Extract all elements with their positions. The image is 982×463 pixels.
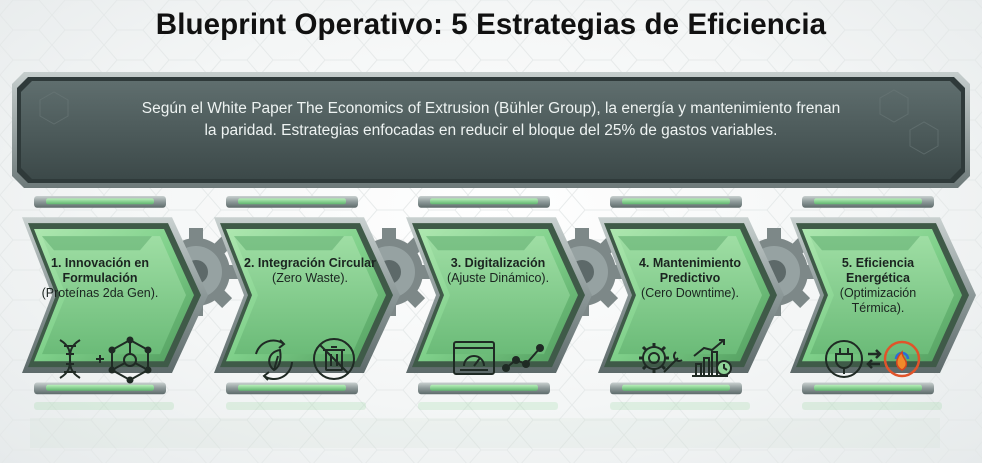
step-5-icons: [822, 332, 954, 386]
step-2: 2. Integración Circular (Zero Waste).: [244, 256, 376, 286]
flow-graphics: [22, 196, 976, 448]
banner-text: Según el White Paper The Economics of Ex…: [70, 98, 912, 158]
recycle-leaf-icon: [255, 339, 293, 381]
network-chart-icon: [502, 344, 544, 372]
step-5-desc: (Optimización Térmica).: [839, 286, 917, 315]
intro-banner: Según el White Paper The Economics of Ex…: [10, 70, 972, 190]
heat-exchange-icon: [866, 340, 921, 378]
no-trash-icon: [313, 338, 355, 380]
step-4-desc: (Cero Downtime).: [641, 286, 739, 300]
step-1-title: 1. Innovación en Formulación: [51, 256, 149, 285]
step-3-title: 3. Digitalización: [450, 256, 546, 270]
step-4-icons: [634, 332, 766, 386]
growth-chart-clock-icon: [692, 339, 732, 377]
step-5: 5. Eficiencia Energética (Optimización T…: [812, 256, 944, 316]
chevron-step-1: [22, 196, 208, 435]
step-3-icons: [446, 332, 578, 386]
chevron-step-2: [214, 196, 400, 435]
step-1-icons: [40, 332, 172, 386]
step-3: 3. Digitalización (Ajuste Dinámico).: [432, 256, 564, 286]
step-3-desc: (Ajuste Dinámico).: [446, 271, 550, 285]
chevron-step-3: [406, 196, 592, 435]
step-2-icons: [246, 332, 378, 386]
floor-reflection: [30, 402, 942, 448]
gear-wrench-icon: [639, 343, 683, 373]
page-title: Blueprint Operativo: 5 Estrategias de Ef…: [155, 8, 827, 41]
step-2-title: 2. Integración Circular: [244, 256, 376, 270]
banner-line-2: la paridad. Estrategias enfocadas en red…: [204, 122, 778, 139]
dashboard-gauge-icon: [453, 341, 495, 375]
step-2-desc: (Zero Waste).: [272, 271, 348, 285]
banner-line-1: Según el White Paper The Economics of Ex…: [141, 100, 841, 117]
step-1: 1. Innovación en Formulación (Proteínas …: [34, 256, 166, 301]
step-5-title: 5. Eficiencia Energética: [841, 256, 915, 285]
process-flow: [0, 190, 982, 463]
molecule-icon: [108, 336, 152, 384]
plus-icon: [96, 355, 104, 363]
step-4: 4. Mantenimiento Predictivo (Cero Downti…: [624, 256, 756, 301]
chevron-step-4: [598, 196, 784, 435]
dna-icon: [59, 339, 81, 379]
step-4-title: 4. Mantenimiento Predictivo: [638, 256, 742, 285]
plug-icon: [825, 340, 863, 378]
step-1-desc: (Proteínas 2da Gen).: [41, 286, 159, 300]
